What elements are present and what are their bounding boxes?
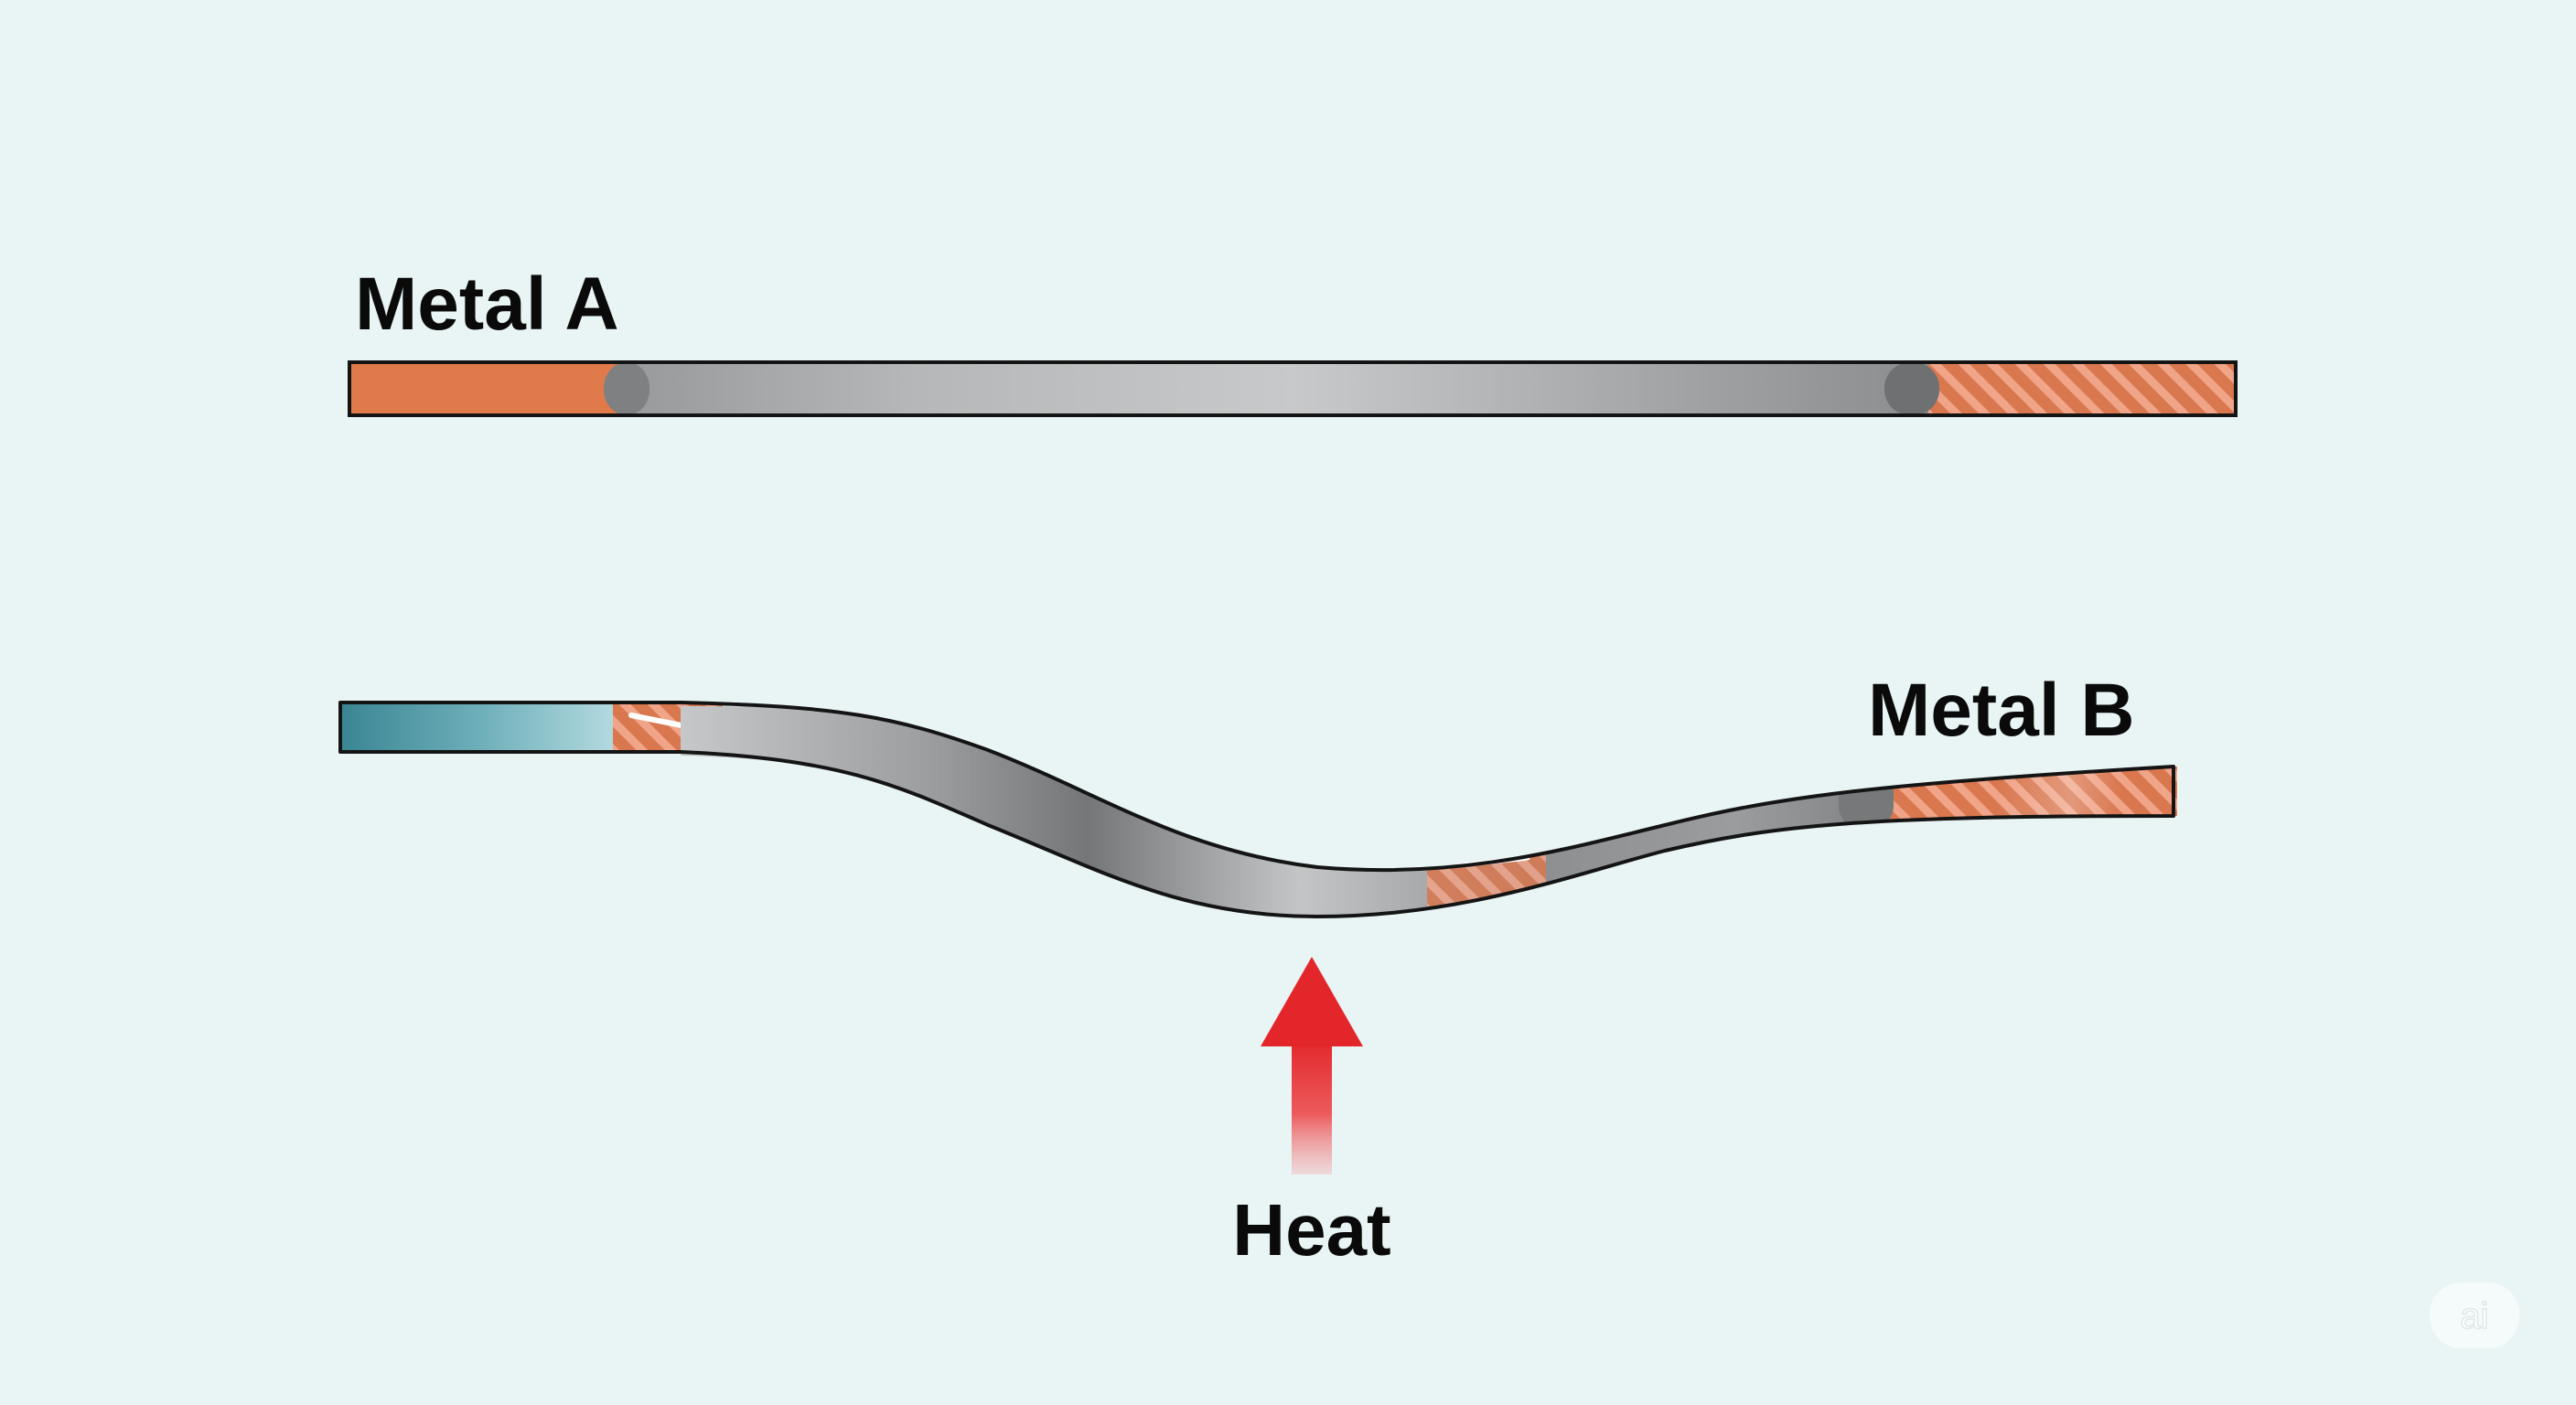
ai-badge-icon: ai — [2430, 1282, 2519, 1348]
metal-a-label: Metal A — [355, 263, 619, 346]
watermark-text: ai — [2460, 1296, 2488, 1336]
metal-b-label: Metal B — [1868, 669, 2135, 752]
metal-b-teal-end — [340, 702, 626, 752]
metal-a-copper-end — [349, 362, 624, 415]
metal-a-hatched-end — [1928, 362, 2236, 415]
heat-label: Heat — [1232, 1189, 1390, 1271]
metal-a-strip — [348, 360, 2238, 417]
arrow-up-icon — [1261, 957, 1363, 1174]
